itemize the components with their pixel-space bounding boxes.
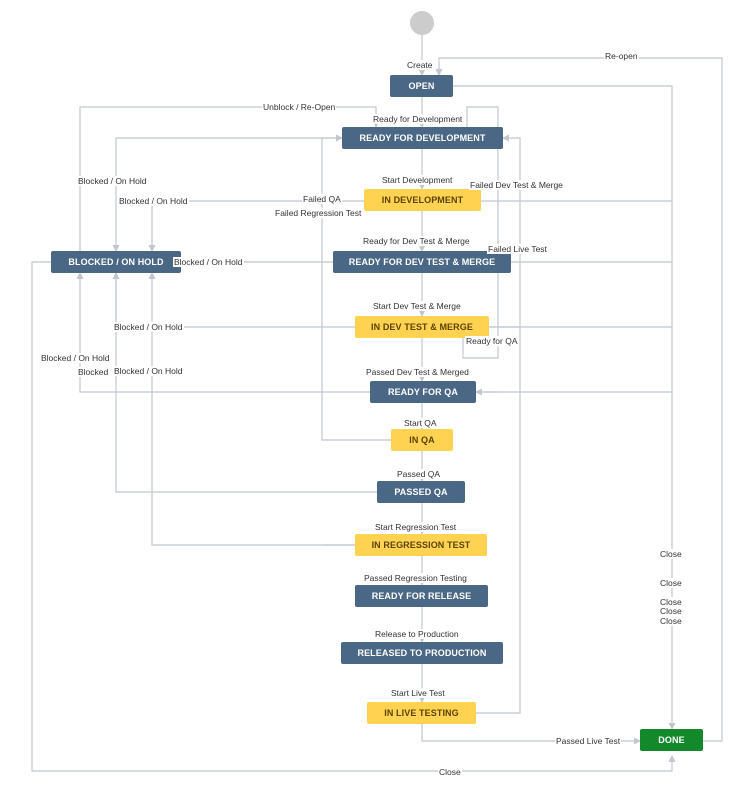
status-in-live-testing[interactable]: IN LIVE TESTING: [367, 702, 476, 724]
transition-blocked[interactable]: Blocked: [77, 367, 110, 377]
transition-blocked-on-hold[interactable]: Blocked / On Hold: [113, 366, 184, 376]
transition-ready-for-dev-test-merge[interactable]: Ready for Dev Test & Merge: [362, 236, 471, 246]
edge-failed-qa: [321, 134, 391, 441]
edge-failed-dev-test-merge: [489, 134, 521, 328]
status-in-dev-test-merge[interactable]: IN DEV TEST & MERGE: [355, 316, 489, 338]
transition-blocked-on-hold[interactable]: Blocked / On Hold: [40, 353, 111, 363]
transition-close[interactable]: Close: [659, 578, 683, 588]
transition-close[interactable]: Close: [659, 616, 683, 626]
transition-close[interactable]: Close: [659, 597, 683, 607]
transition-blocked-on-hold[interactable]: Blocked / On Hold: [113, 322, 184, 332]
status-ready-for-qa[interactable]: READY FOR QA: [370, 381, 476, 403]
status-done[interactable]: DONE: [640, 729, 703, 751]
status-open[interactable]: OPEN: [390, 75, 453, 97]
transition-close[interactable]: Close: [659, 606, 683, 616]
edge-ready-for-qa-loop: [462, 106, 499, 359]
transition-start-development[interactable]: Start Development: [381, 175, 454, 185]
transition-blocked-on-hold[interactable]: Blocked / On Hold: [173, 257, 244, 267]
status-in-development[interactable]: IN DEVELOPMENT: [364, 189, 481, 211]
transition-passed-live-test[interactable]: Passed Live Test: [555, 736, 622, 746]
start-node: [410, 11, 434, 35]
edge-blocked-from-ready-dev: [112, 137, 344, 252]
transition-ready-for-qa[interactable]: Ready for QA: [465, 336, 519, 346]
status-blocked-on-hold[interactable]: BLOCKED / ON HOLD: [51, 251, 181, 273]
transition-close[interactable]: Close: [438, 767, 462, 777]
transition-close[interactable]: Close: [659, 549, 683, 559]
transition-create[interactable]: Create: [406, 60, 434, 70]
transition-blocked-on-hold[interactable]: Blocked / On Hold: [77, 176, 148, 186]
transition-re-open[interactable]: Re-open: [604, 51, 639, 61]
transition-passed-dev-test-merged[interactable]: Passed Dev Test & Merged: [365, 367, 470, 377]
transition-failed-qa[interactable]: Failed QA: [302, 194, 342, 204]
transition-release-to-production[interactable]: Release to Production: [374, 629, 460, 639]
status-ready-for-dev-test-merge[interactable]: READY FOR DEV TEST & MERGE: [333, 251, 511, 273]
transition-blocked-on-hold[interactable]: Blocked / On Hold: [118, 196, 189, 206]
edge-blocked-from-passed-qa: [112, 272, 377, 493]
edge-blocked-from-regression: [148, 272, 355, 546]
status-ready-for-release[interactable]: READY FOR RELEASE: [355, 585, 488, 607]
status-passed-qa[interactable]: PASSED QA: [377, 481, 465, 503]
transition-passed-qa[interactable]: Passed QA: [396, 469, 441, 479]
edge-blocked-from-ready-qa: [76, 272, 370, 393]
transition-start-regression-test[interactable]: Start Regression Test: [374, 522, 458, 532]
transition-failed-live-test[interactable]: Failed Live Test: [487, 244, 548, 254]
edge-failed-live-test: [476, 327, 521, 714]
edge-re-open: [435, 57, 723, 742]
transition-failed-regression-test[interactable]: Failed Regression Test: [274, 208, 363, 218]
status-ready-for-development[interactable]: READY FOR DEVELOPMENT: [342, 127, 503, 149]
status-in-qa[interactable]: IN QA: [391, 429, 453, 451]
transition-start-qa[interactable]: Start QA: [403, 418, 438, 428]
transition-start-live-test[interactable]: Start Live Test: [390, 688, 446, 698]
transition-ready-for-development[interactable]: Ready for Development: [372, 114, 464, 124]
transition-passed-regression-testing[interactable]: Passed Regression Testing: [363, 573, 468, 583]
transition-unblock-re-open[interactable]: Unblock / Re-Open: [262, 102, 337, 112]
transition-failed-dev-test-merge[interactable]: Failed Dev Test & Merge: [469, 180, 564, 190]
edge-close-from-open: [453, 85, 676, 730]
status-in-regression-test[interactable]: IN REGRESSION TEST: [355, 534, 487, 556]
edge-close-from-blocked: [31, 261, 676, 772]
transition-start-dev-test-merge[interactable]: Start Dev Test & Merge: [372, 301, 462, 311]
status-released-to-production[interactable]: RELEASED TO PRODUCTION: [341, 642, 503, 664]
